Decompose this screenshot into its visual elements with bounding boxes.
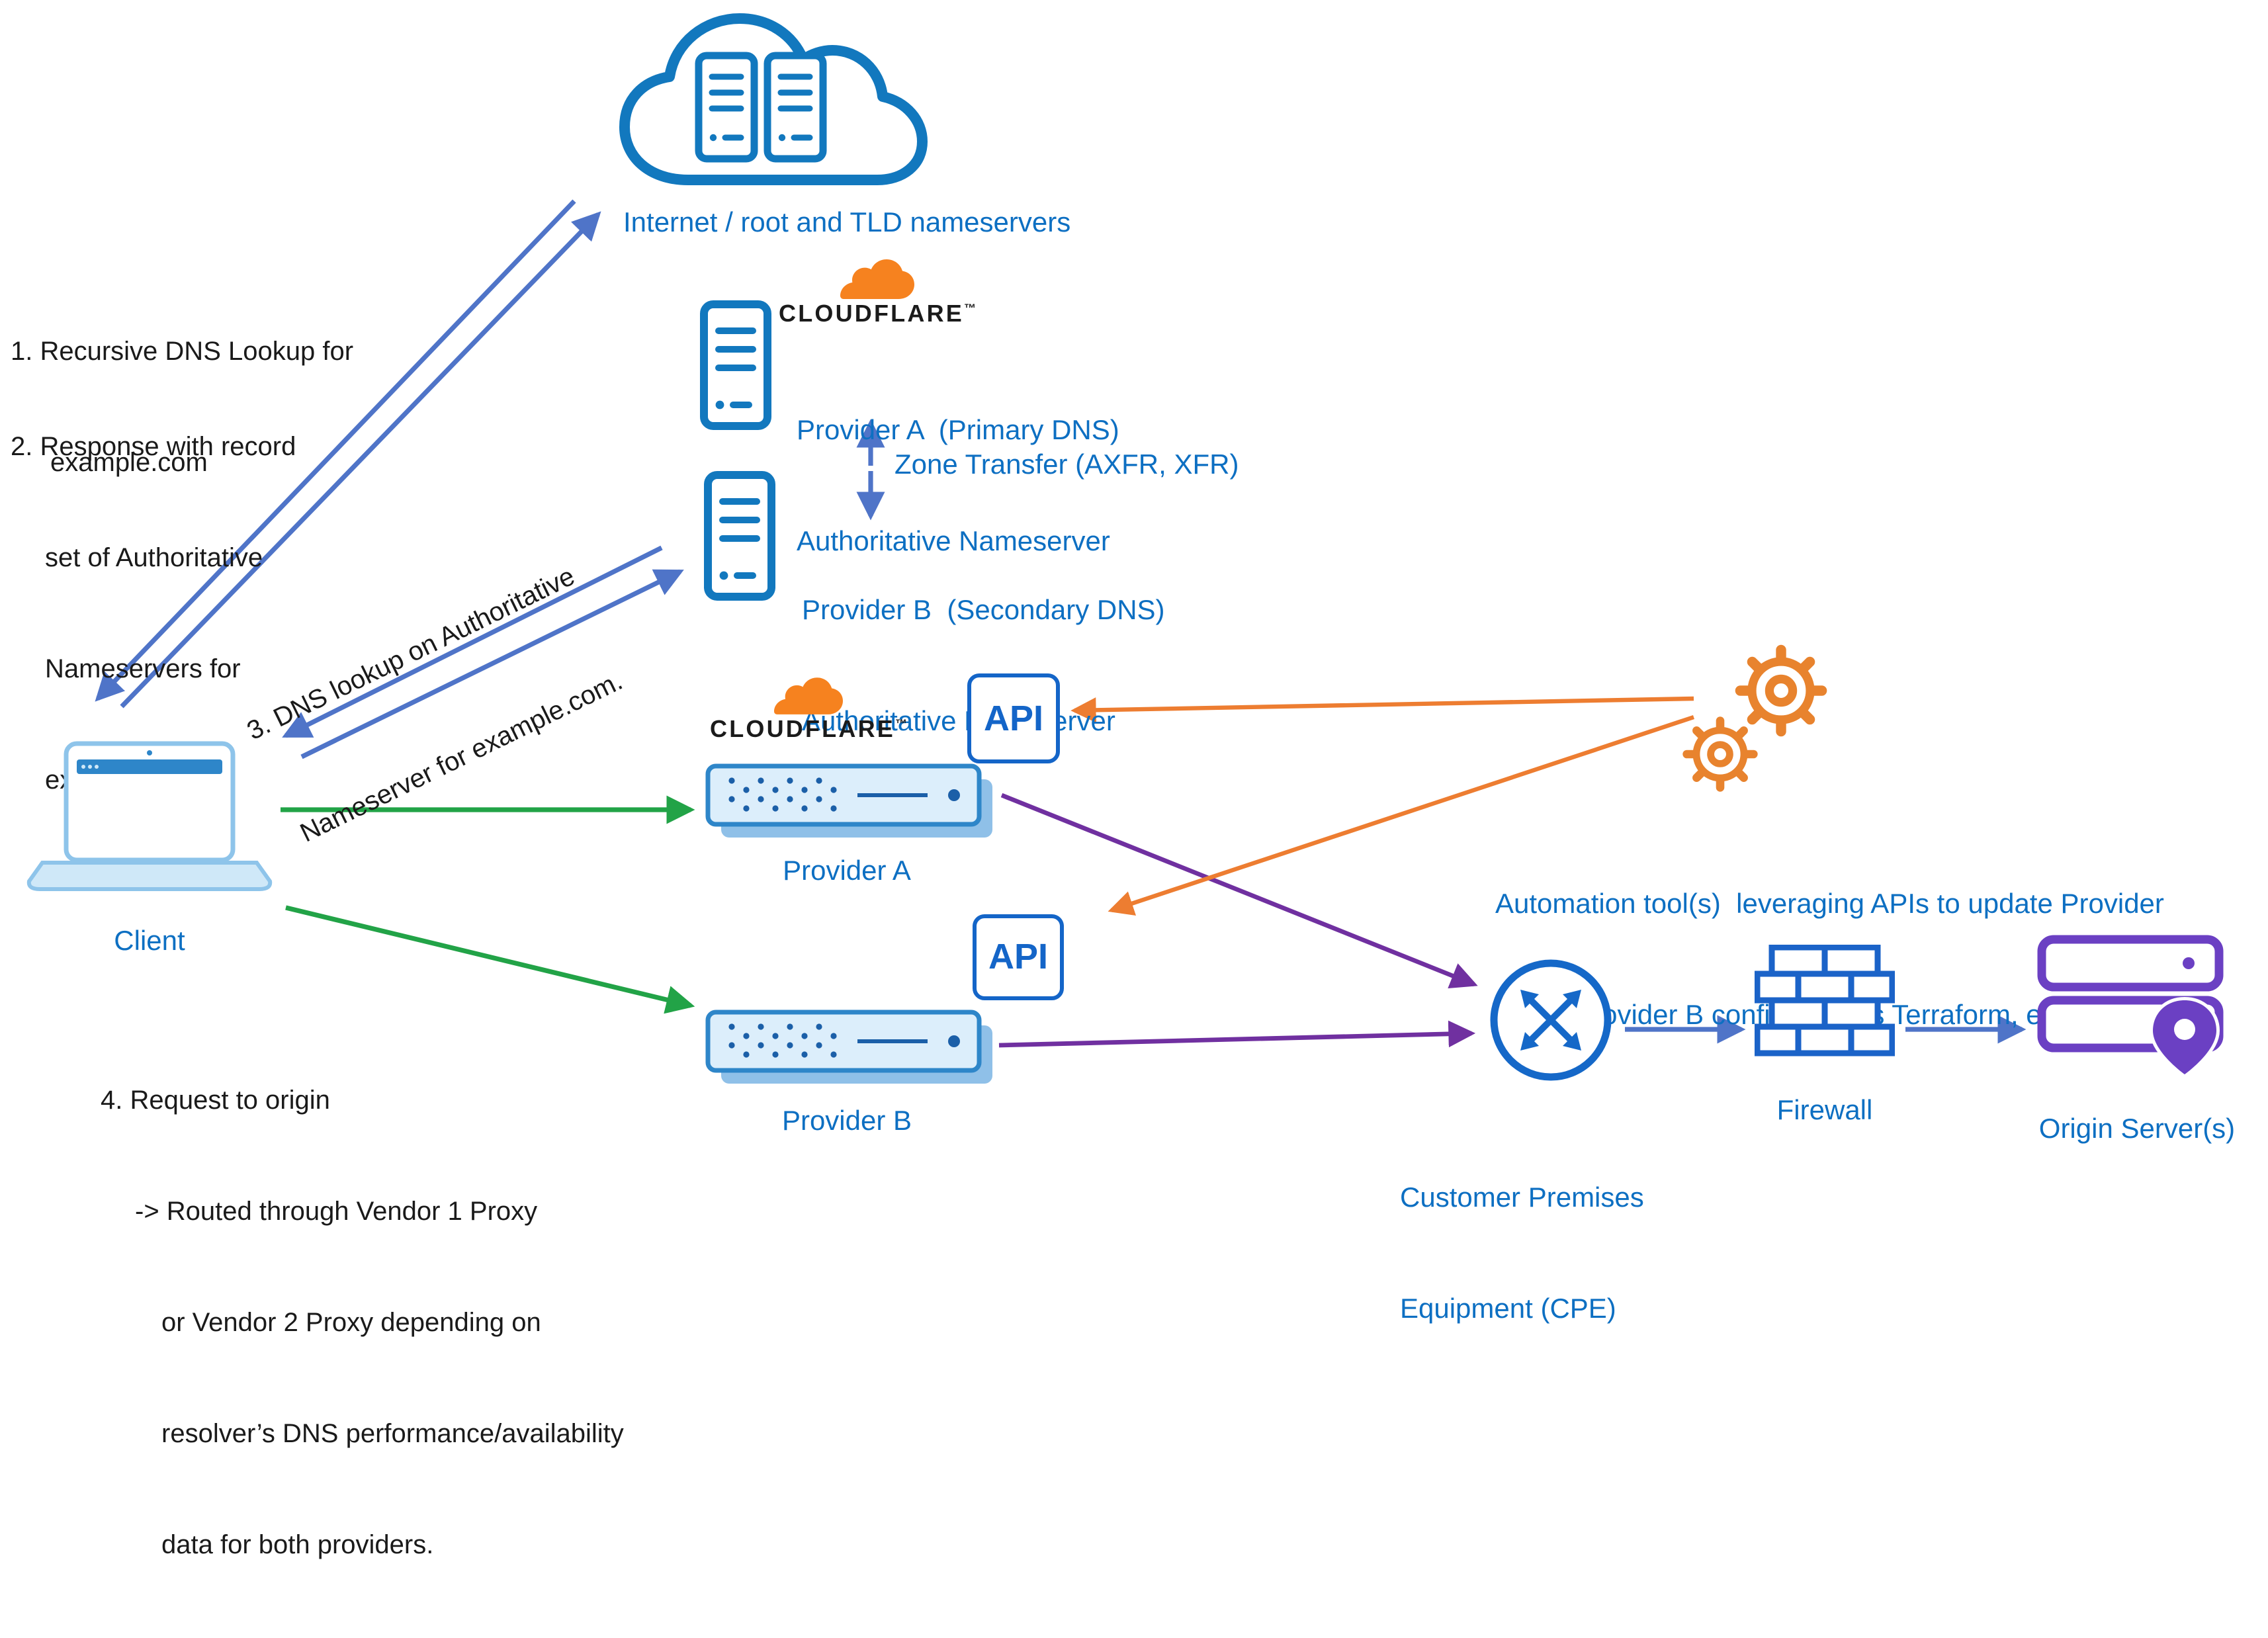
- arrow-client-to-proxy-b: [285, 905, 695, 1014]
- internet-cloud-icon: [619, 13, 928, 185]
- diagram-canvas: Internet / root and TLD nameservers 1. R…: [11, 13, 2236, 1560]
- appliance-dots: [728, 777, 837, 812]
- location-pin-icon: [2149, 996, 2220, 1079]
- provider-a-nameserver-icon: [700, 300, 771, 430]
- cloudflare-cloud-icon: [774, 677, 843, 714]
- gear-icon: [1735, 644, 1827, 737]
- provider-b-nameserver-icon: [704, 471, 775, 601]
- tld-nameserver-icon: [763, 52, 827, 163]
- cpe-arrows: [1520, 990, 1581, 1051]
- client-laptop-icon: [26, 741, 273, 891]
- cloudflare-logo-ns-a: CLOUDFLARE™: [778, 259, 977, 328]
- internet-label: Internet / root and TLD nameservers: [623, 208, 1071, 238]
- arrow-automation-to-api-b: [1108, 714, 1695, 916]
- proxy-a-label: Provider A: [783, 856, 911, 886]
- annotation-step4: 4. Request to origin -> Routed through V…: [101, 1086, 624, 1560]
- api-box-provider-b: API: [973, 914, 1064, 1000]
- cpe-label: Customer Premises Equipment (CPE): [1400, 1183, 1644, 1324]
- api-box-provider-a: API: [967, 673, 1060, 763]
- arrow-proxy-a-to-cpe: [1000, 793, 1478, 989]
- origin-server-icon: [2037, 935, 2224, 1079]
- client-label: Client: [114, 926, 185, 957]
- cloudflare-wordmark: CLOUDFLARE™: [710, 716, 907, 742]
- proxy-a-appliance-icon: [705, 763, 992, 838]
- annotation-step1: 1. Recursive DNS Lookup for example.com: [11, 337, 354, 478]
- arrow-response-to-client: [95, 199, 576, 702]
- cloudflare-wordmark: CLOUDFLARE™: [779, 300, 976, 327]
- cloudflare-logo-proxy-a: CLOUDFLARE™: [709, 677, 908, 744]
- arrow-recursive-lookup-to-internet: [120, 211, 601, 709]
- arrow-authoritative-response-to-client: [282, 545, 663, 738]
- arrows-layer: [95, 199, 2027, 1048]
- arrow-automation-to-api-a: [1070, 696, 1694, 723]
- firewall-label: Firewall: [1776, 1096, 1873, 1126]
- arrow-proxy-b-to-cpe: [998, 1020, 1476, 1048]
- origin-label: Origin Server(s): [2038, 1114, 2236, 1144]
- arrow-lookup-to-authoritative-ns: [300, 569, 684, 759]
- appliance-dots: [728, 1023, 837, 1058]
- cpe-router-icon: [1490, 959, 1612, 1081]
- proxy-b-appliance-icon: [705, 1010, 992, 1084]
- provider-a-ns-label: Provider A (Primary DNS) Authoritative N…: [797, 415, 1119, 557]
- root-nameserver-icon: [695, 52, 758, 163]
- zone-transfer-label: Zone Transfer (AXFR, XFR): [894, 450, 1239, 480]
- firewall-icon: [1755, 945, 1895, 1056]
- gear-icon: [1682, 716, 1758, 792]
- proxy-b-label: Provider B: [781, 1106, 912, 1137]
- cloudflare-cloud-icon: [840, 259, 914, 299]
- automation-gears-icon: [1682, 644, 1827, 792]
